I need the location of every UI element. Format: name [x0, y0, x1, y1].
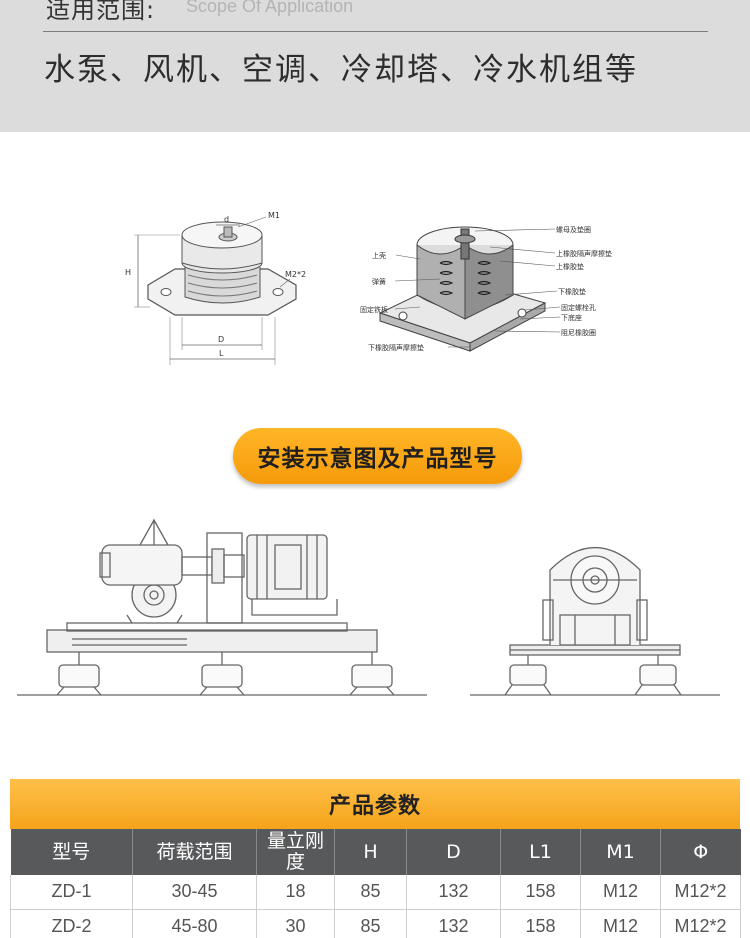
label-base: 下底座 [561, 313, 582, 322]
pump-installation-diagram [12, 515, 432, 709]
cell-model: ZD-1 [10, 875, 133, 910]
label-lower-pad: 下橡胶隔声摩擦垫 [368, 343, 424, 352]
label-h: H [125, 268, 131, 277]
cell-phi: M12*2 [660, 875, 741, 910]
label-spring: 弹簧 [372, 277, 386, 286]
scope-subheading: Scope Of Application [186, 0, 354, 16]
label-lower-rubber: 下橡胶垫 [558, 287, 586, 296]
header-load-range: 荷载范围 [132, 829, 257, 875]
label-plate: 固定铁板 [360, 305, 388, 314]
cutaway-diagram: 螺母及垫圈 上橡胶隔声摩擦垫 上橡胶垫 上壳 弹簧 下橡胶垫 固定铁板 固定螺栓… [360, 215, 630, 369]
cell-d: 132 [406, 909, 501, 938]
fan-installation-diagram [465, 520, 725, 709]
label-nut: 螺母及垫圈 [556, 225, 591, 234]
header-m1: M1 [580, 829, 661, 875]
label-m1: M1 [268, 211, 280, 220]
label-damping: 阻尼橡胶圈 [561, 328, 596, 337]
label-shell: 上壳 [372, 251, 386, 260]
label-dd: D [218, 335, 224, 344]
cell-h: 85 [334, 875, 407, 910]
table-title: 产品参数 [328, 794, 421, 819]
table-title-bar: 产品参数 [10, 779, 740, 829]
dimension-diagram: d M1 H M2*2 D L [120, 205, 320, 369]
cell-stiffness: 30 [256, 909, 335, 938]
application-banner: 适用范围: Scope Of Application 水泵、风机、空调、冷却塔、… [0, 0, 750, 132]
installation-title-text: 安装示意图及产品型号 [257, 446, 498, 472]
parameters-grid: 型号 荷载范围 量立刚度 H D L1 M1 Φ ZD-1 30-45 18 8… [10, 829, 741, 938]
label-bolt-hole: 固定螺栓孔 [561, 303, 596, 312]
header-phi: Φ [660, 829, 741, 875]
label-d: d [224, 215, 229, 224]
cell-load-range: 45-80 [132, 909, 257, 938]
header-model: 型号 [10, 829, 133, 875]
header-d: D [406, 829, 501, 875]
header-stiffness: 量立刚度 [256, 829, 335, 875]
cell-d: 132 [406, 875, 501, 910]
scope-heading: 适用范围: [46, 0, 156, 24]
installation-section-title: 安装示意图及产品型号 [233, 428, 522, 484]
cell-phi: M12*2 [660, 909, 741, 938]
label-upper-pad: 上橡胶隔声摩擦垫 [556, 249, 612, 258]
product-parameters-table: 产品参数 型号 荷载范围 量立刚度 H D L1 M1 Φ ZD-1 30-45… [10, 779, 741, 938]
label-l: L [219, 349, 224, 358]
applications-text: 水泵、风机、空调、冷却塔、冷水机组等 [44, 52, 638, 88]
label-m2: M2*2 [285, 270, 306, 279]
banner-divider [43, 31, 708, 32]
header-l1: L1 [500, 829, 581, 875]
label-upper-rubber: 上橡胶垫 [556, 262, 584, 271]
cell-load-range: 30-45 [132, 875, 257, 910]
table-row: ZD-1 30-45 18 85 132 158 M12 M12*2 [10, 875, 741, 910]
cell-m1: M12 [580, 909, 661, 938]
table-row: ZD-2 45-80 30 85 132 158 M12 M12*2 [10, 909, 741, 938]
cell-stiffness: 18 [256, 875, 335, 910]
cell-l1: 158 [500, 875, 581, 910]
cell-h: 85 [334, 909, 407, 938]
cell-model: ZD-2 [10, 909, 133, 938]
cell-l1: 158 [500, 909, 581, 938]
table-header-row: 型号 荷载范围 量立刚度 H D L1 M1 Φ [10, 829, 741, 875]
cell-m1: M12 [580, 875, 661, 910]
header-h: H [334, 829, 407, 875]
